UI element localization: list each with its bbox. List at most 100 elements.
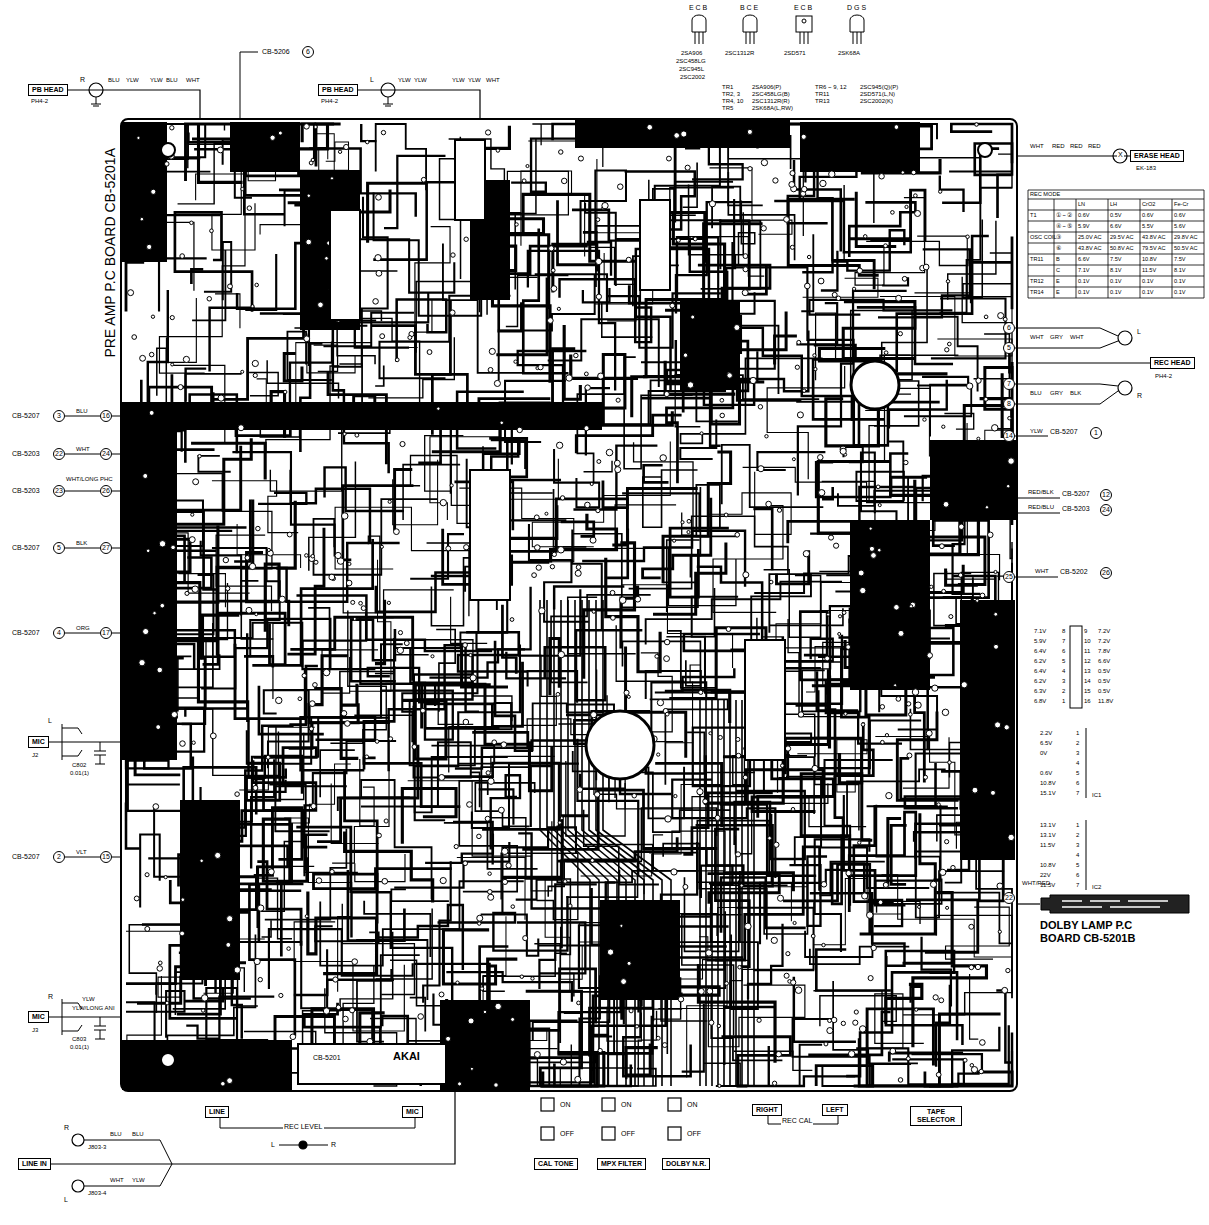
pcb-pad bbox=[736, 737, 740, 741]
pcb-trace bbox=[564, 325, 580, 399]
text-label: 7 bbox=[1062, 638, 1065, 645]
text-label: 2SC2002(K) bbox=[860, 98, 893, 105]
node-text: REC HEAD bbox=[1154, 359, 1191, 367]
pcb-pad bbox=[550, 565, 554, 569]
wire-connector bbox=[1018, 362, 1150, 363]
pcb-trace bbox=[518, 589, 580, 656]
text-label: YLW bbox=[468, 77, 481, 84]
pcb-pad bbox=[674, 794, 677, 797]
pcb-pad bbox=[158, 961, 162, 965]
text-label: RED bbox=[1070, 143, 1083, 150]
pcb-pad bbox=[343, 1016, 349, 1022]
pcb-pad bbox=[151, 315, 154, 318]
pcb-pad bbox=[915, 210, 921, 216]
pcb-trace bbox=[902, 893, 952, 964]
callout-number: 24 bbox=[100, 448, 112, 460]
pcb-pad bbox=[923, 418, 926, 421]
pcb-trace bbox=[816, 949, 891, 990]
pcb-pad bbox=[772, 1081, 776, 1085]
pcb-trace bbox=[711, 885, 788, 954]
text-label: BLK bbox=[1070, 390, 1081, 397]
text-label: CB-5207 bbox=[12, 412, 40, 420]
pcb-trace bbox=[721, 1037, 790, 1086]
pcb-pad bbox=[664, 656, 670, 662]
pcb-pad bbox=[387, 601, 390, 604]
pcb-pad bbox=[440, 877, 446, 883]
pcb-pad bbox=[740, 884, 743, 887]
pcb-trace bbox=[360, 759, 374, 826]
text-label: 3 bbox=[1076, 842, 1079, 849]
pcb-drawing bbox=[440, 1000, 530, 1090]
pcb-trace bbox=[644, 797, 746, 895]
callout-number: 1 bbox=[1090, 427, 1102, 439]
pcb-pad bbox=[485, 130, 490, 135]
pcb-pad bbox=[235, 792, 240, 797]
pcb-pad bbox=[545, 512, 548, 515]
pcb-pad bbox=[743, 572, 749, 578]
pcb-pad bbox=[556, 442, 562, 448]
pcb-pad bbox=[878, 504, 881, 507]
head-label: ERASE HEAD bbox=[1130, 150, 1184, 162]
pcb-drawing bbox=[72, 1134, 84, 1146]
pcb-pad bbox=[253, 373, 257, 377]
text-label: C803 bbox=[72, 1036, 86, 1043]
pcb-pad bbox=[143, 473, 148, 478]
pcb-pad bbox=[488, 894, 494, 900]
pcb-pad bbox=[171, 711, 177, 717]
pcb-pad bbox=[171, 545, 176, 550]
pcb-pad bbox=[140, 217, 144, 221]
pcb-pad bbox=[877, 548, 881, 552]
pcb-drawing bbox=[602, 1127, 615, 1140]
pcb-drawing bbox=[602, 1098, 615, 1111]
text-label: 6.5V bbox=[1040, 740, 1052, 747]
pcb-pad bbox=[975, 964, 980, 969]
pcb-pad bbox=[824, 1042, 828, 1046]
pcb-trace bbox=[307, 396, 375, 428]
pcb-pad bbox=[463, 719, 469, 725]
pcb-trace bbox=[384, 156, 445, 228]
pcb-trace bbox=[223, 140, 252, 198]
pcb-trace bbox=[989, 764, 1012, 803]
text-label: L bbox=[1137, 328, 1141, 336]
pcb-pad bbox=[470, 1067, 473, 1070]
pcb-pad bbox=[906, 702, 910, 706]
pcb-pad bbox=[501, 742, 507, 748]
table-cell: 5.6V bbox=[1174, 223, 1186, 229]
pcb-trace bbox=[141, 380, 185, 463]
text-label: 4 bbox=[1076, 760, 1079, 767]
pcb-trace bbox=[126, 419, 232, 530]
pcb-drawing bbox=[330, 210, 360, 320]
pcb-trace bbox=[264, 690, 309, 768]
text-label: WHT bbox=[1030, 143, 1044, 150]
pcb-pad bbox=[793, 921, 796, 924]
pcb-pad bbox=[662, 1043, 667, 1048]
text-label: 0.6V bbox=[1040, 770, 1052, 777]
text-label: 5.9V bbox=[1034, 638, 1046, 645]
text-label: 3 bbox=[1062, 678, 1065, 685]
table-cell: 11.5V bbox=[1142, 267, 1156, 273]
pcb-pad bbox=[502, 879, 507, 884]
text-label: GRY bbox=[1050, 334, 1063, 341]
pcb-trace bbox=[666, 588, 714, 637]
pcb-trace bbox=[603, 600, 671, 1086]
pcb-pad bbox=[994, 612, 998, 616]
text-label: 6.6V bbox=[1098, 658, 1110, 665]
table-cell: 7.5V bbox=[1174, 256, 1186, 262]
pcb-pad bbox=[827, 1028, 833, 1034]
pcb-pad bbox=[584, 426, 589, 431]
pcb-pad bbox=[585, 502, 591, 508]
table-cell: ④ ~ ⑤ bbox=[1056, 223, 1072, 229]
pcb-trace bbox=[922, 628, 953, 750]
pcb-pad bbox=[253, 785, 258, 790]
pcb-pad bbox=[234, 967, 240, 973]
text-label: 13.1V bbox=[1040, 822, 1056, 829]
text-label: 5 bbox=[1062, 658, 1065, 665]
pcb-trace bbox=[455, 732, 528, 768]
pcb-pad bbox=[191, 513, 194, 516]
ic-symbol bbox=[1070, 626, 1082, 708]
text-label: 6.8V bbox=[1034, 698, 1046, 705]
text-label: YLW bbox=[414, 77, 427, 84]
callout-number: 5 bbox=[1003, 342, 1015, 354]
pcb-trace bbox=[479, 349, 575, 423]
pcb-trace bbox=[301, 717, 376, 770]
